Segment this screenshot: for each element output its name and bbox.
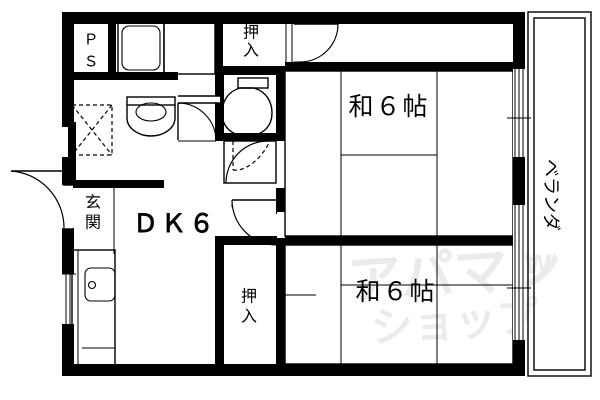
oshiire-bottom-label-line1: 押 [241,287,257,306]
genkan-label-line1: 玄 [85,193,101,212]
watermark-line2: ショップ [369,292,540,353]
toilet-folding-door[interactable] [223,140,277,184]
genkan-label-line2: 関 [85,213,101,232]
washitsu-top-label: 和６帖 [348,92,429,121]
ps-label-line2: Ｓ [83,53,98,71]
veranda-label: ベランダ [540,159,561,231]
veranda-area: ベランダ [527,11,592,377]
oshiire-top-label-line2: 入 [243,41,259,60]
washroom-door[interactable] [177,95,220,142]
washitsu-bottom-label: 和６帖 [355,277,436,306]
closet-top: 押 入 [243,23,259,60]
oshiire-top-label-line1: 押 [243,23,259,42]
veranda-sliding-door-bottom[interactable] [507,205,531,340]
washer-space [71,104,113,156]
kitchen-sink-unit [71,249,116,369]
interior-walls [68,18,517,372]
washbasin-fixture [126,96,176,137]
closet-bottom: 押 入 [241,245,316,368]
veranda-sliding-door-top[interactable] [478,69,531,157]
washitsu-top-door[interactable] [285,23,339,63]
kitchen-window[interactable] [62,248,76,324]
entrance-door[interactable] [10,170,73,230]
washitsu-bottom-room: 和６帖 [284,244,514,365]
pipe-shaft-room: Ｐ Ｓ [83,31,98,71]
oshiire-bottom-label-line2: 入 [241,307,257,326]
bathtub-fixture [117,21,216,78]
washitsu-top-room: 和６帖 [284,70,514,237]
dk-room-label: ＤＫ６ [133,209,217,238]
toilet-fixture [221,77,273,137]
washitsu-bottom-door[interactable] [231,199,285,246]
genkan-room: 玄 関 [85,188,115,254]
closet-bottom-sliding-door[interactable] [276,245,316,368]
ps-label-line1: Ｐ [83,31,98,49]
